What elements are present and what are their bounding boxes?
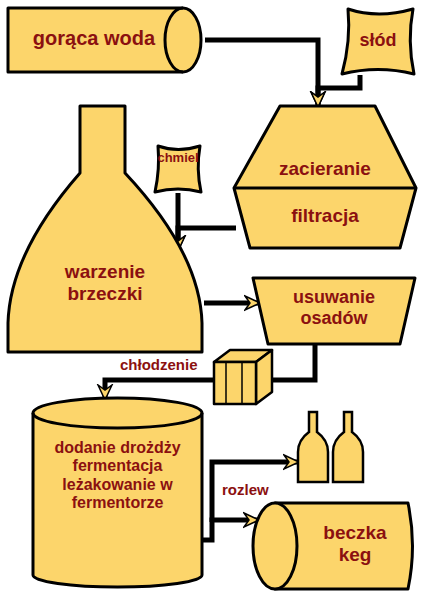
hops-sack: chmiel (152, 143, 204, 195)
brew-kettle: warzenie brzeczki (5, 103, 205, 355)
node-outline (5, 103, 205, 355)
mash-tun: zacieranie filtracja (232, 103, 418, 251)
node-label: chmiel (152, 151, 204, 166)
edge-label: rozlew (220, 481, 271, 498)
pipe-connector (205, 40, 318, 106)
node-label: gorąca woda (5, 27, 183, 50)
whirlpool-tank: usuwanie osadów (250, 275, 418, 347)
node-label: dodanie drożdży fermentacja leżakowanie … (38, 439, 197, 513)
keg-barrel: beczka keg (250, 500, 418, 592)
edge-label: chłodzenie (118, 356, 200, 373)
bottle-symbol (298, 412, 363, 482)
hot-water-tank: gorąca woda (5, 5, 205, 75)
pipe-connector (318, 75, 360, 106)
node-label: zacieranie (242, 158, 408, 180)
node-label: słód (338, 30, 418, 51)
pipe-connector (202, 520, 258, 540)
node-outline (250, 500, 418, 592)
cooler-symbol (214, 350, 272, 404)
pipe-connector (204, 301, 259, 306)
fermenter-tank: dodanie drożdży fermentacja leżakowanie … (30, 395, 205, 590)
malt-sack: słód (338, 5, 418, 77)
node-label: beczka keg (310, 522, 400, 566)
node-label: filtracja (242, 205, 408, 227)
node-label: warzenie brzeczki (45, 261, 165, 305)
node-label: usuwanie osadów (279, 287, 389, 328)
pipe-connector (178, 228, 236, 250)
